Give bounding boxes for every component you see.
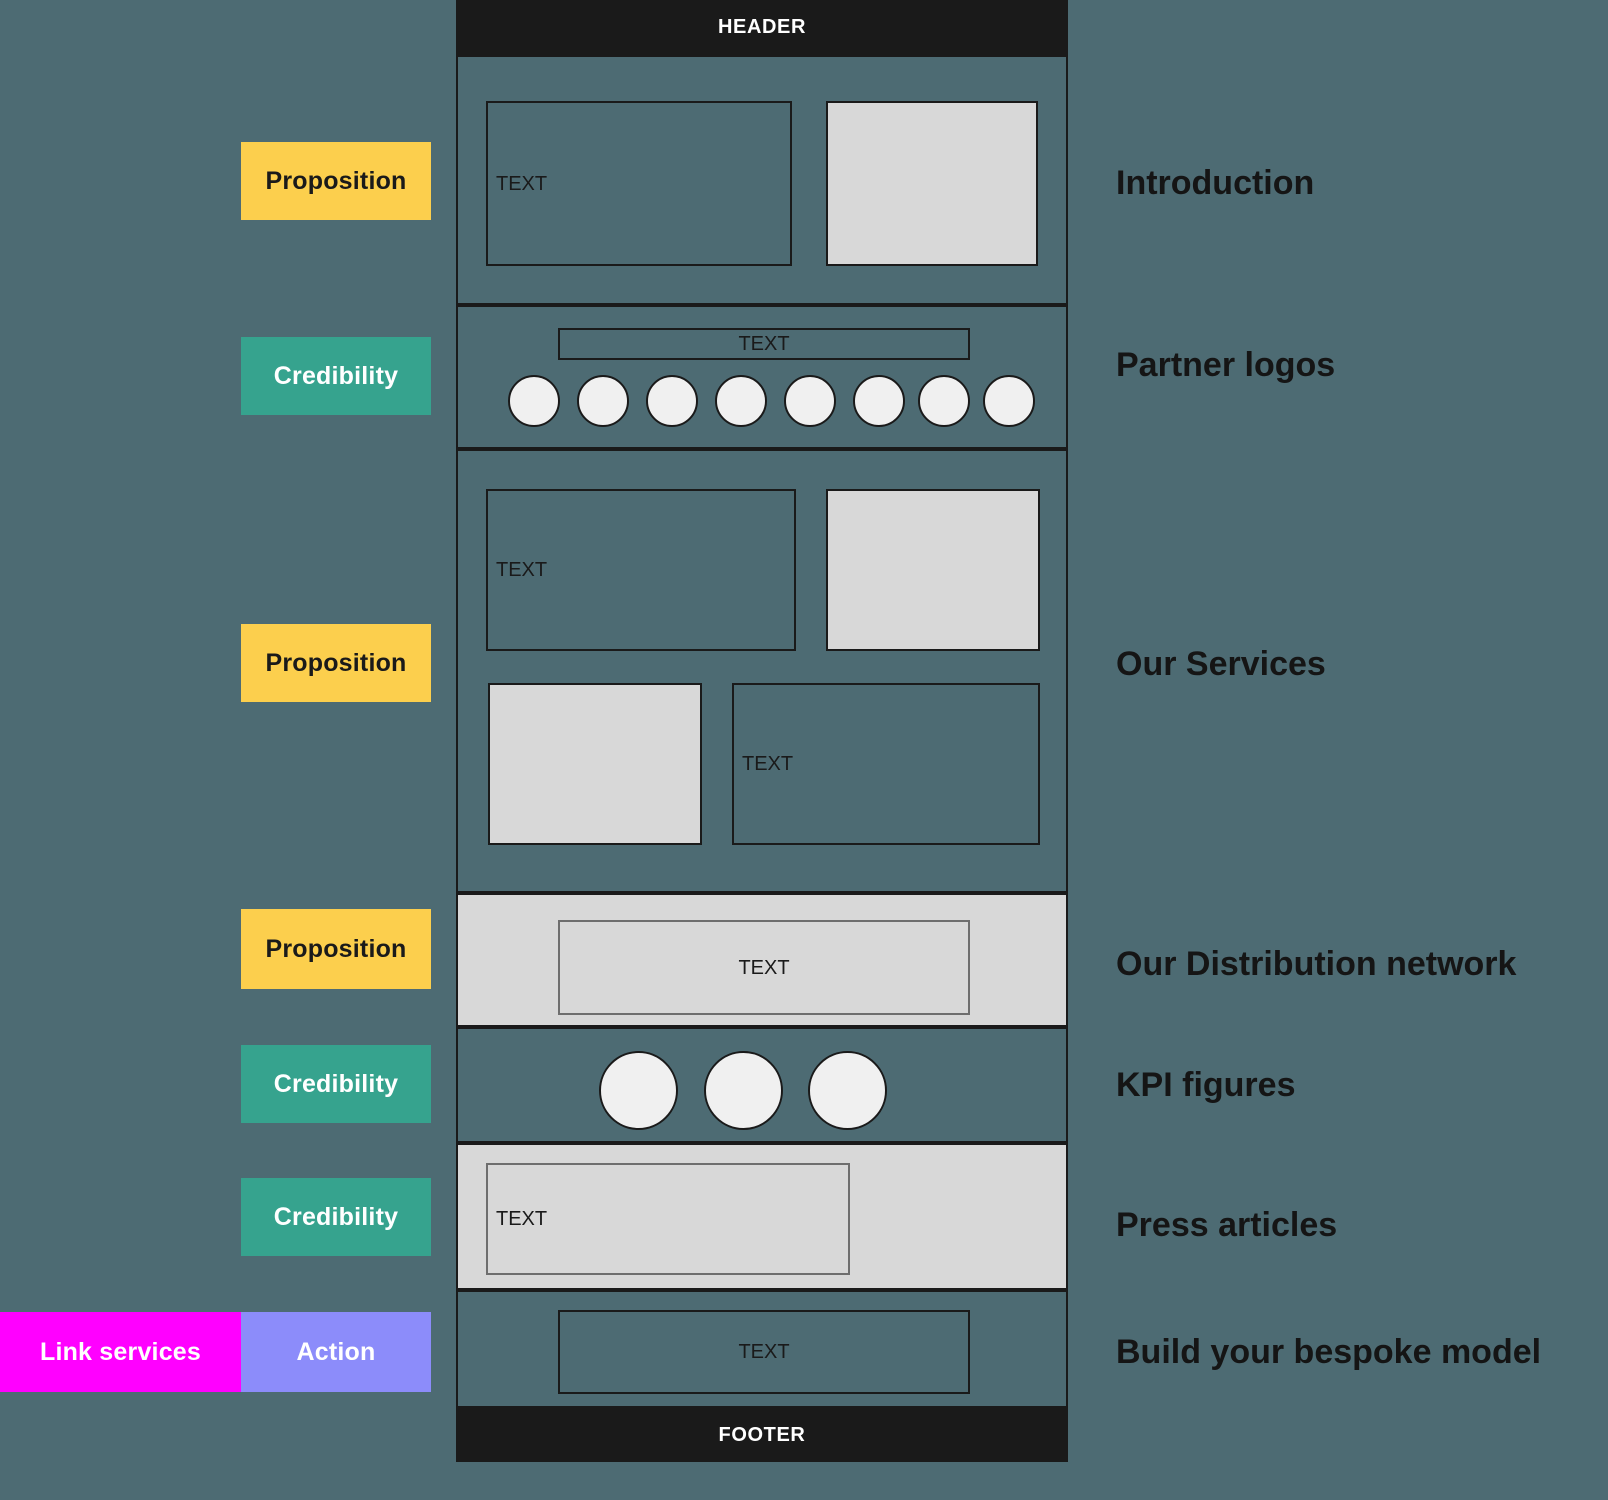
tag-credibility-partner-logos[interactable]: Credibility xyxy=(241,337,431,415)
kpi-circle xyxy=(808,1051,887,1130)
mockup-header-band: HEADER xyxy=(456,0,1068,55)
mockup-section-bespoke-model: TEXT xyxy=(456,1290,1068,1408)
tag-label: Link services xyxy=(39,1337,202,1366)
partner-logo-circle xyxy=(715,375,767,427)
kpi-circle xyxy=(599,1051,678,1130)
tag-label: Proposition xyxy=(265,166,407,195)
press-text-label: TEXT xyxy=(496,1208,548,1230)
services-text-box-2: TEXT xyxy=(732,683,1040,845)
page-wireframe-mockup: HEADER TEXT TEXT TEXT TEXT TEX xyxy=(456,0,1068,1462)
bespoke-text-label: TEXT xyxy=(738,1341,790,1363)
tag-label: Proposition xyxy=(265,934,407,963)
partner-text-label: TEXT xyxy=(738,333,790,355)
annotation-label: Our Distribution network xyxy=(1116,945,1517,983)
partner-logo-circle xyxy=(646,375,698,427)
press-text-box: TEXT xyxy=(486,1163,850,1275)
services-text-label-2: TEXT xyxy=(742,753,794,775)
annotation-label: Introduction xyxy=(1116,164,1315,202)
tag-label: Credibility xyxy=(273,1202,399,1231)
tag-proposition-distribution-network[interactable]: Proposition xyxy=(241,909,431,989)
partner-logo-circle xyxy=(508,375,560,427)
intro-text-box: TEXT xyxy=(486,101,792,266)
tag-credibility-press-articles[interactable]: Credibility xyxy=(241,1178,431,1256)
intro-image-placeholder xyxy=(826,101,1038,266)
annotation-distribution-network: Our Distribution network xyxy=(1116,947,1516,981)
services-image-placeholder-2 xyxy=(488,683,702,845)
annotation-introduction: Introduction xyxy=(1116,166,1314,200)
partner-logo-circle xyxy=(983,375,1035,427)
annotation-label: Our Services xyxy=(1116,645,1326,683)
services-text-box-1: TEXT xyxy=(486,489,796,651)
partner-logo-circle xyxy=(853,375,905,427)
tag-label: Proposition xyxy=(265,648,407,677)
bespoke-text-box: TEXT xyxy=(558,1310,970,1394)
distribution-text-label: TEXT xyxy=(738,956,790,979)
tag-action[interactable]: Action xyxy=(241,1312,431,1392)
annotation-label: KPI figures xyxy=(1116,1066,1296,1104)
mockup-section-press-articles: TEXT xyxy=(456,1143,1068,1290)
mockup-section-introduction: TEXT xyxy=(456,55,1068,305)
mockup-section-partner-logos: TEXT xyxy=(456,305,1068,449)
tag-proposition-our-services[interactable]: Proposition xyxy=(241,624,431,702)
annotation-our-services: Our Services xyxy=(1116,647,1326,681)
annotation-bespoke-model: Build your bespoke model xyxy=(1116,1335,1541,1369)
partner-logo-circle xyxy=(918,375,970,427)
intro-text-label: TEXT xyxy=(496,172,548,195)
tag-label: Credibility xyxy=(273,361,399,390)
header-label: HEADER xyxy=(717,16,807,38)
services-text-label-1: TEXT xyxy=(496,559,548,581)
mockup-section-kpi-figures xyxy=(456,1027,1068,1143)
partner-logo-circle xyxy=(577,375,629,427)
annotation-label: Partner logos xyxy=(1116,346,1336,384)
footer-label: FOOTER xyxy=(718,1423,806,1446)
kpi-circle xyxy=(704,1051,783,1130)
tag-label: Action xyxy=(296,1337,376,1366)
annotation-kpi-figures: KPI figures xyxy=(1116,1068,1295,1102)
annotation-label: Press articles xyxy=(1116,1206,1338,1244)
annotation-label: Build your bespoke model xyxy=(1116,1333,1542,1371)
annotation-press-articles: Press articles xyxy=(1116,1208,1337,1242)
mockup-section-our-services: TEXT TEXT xyxy=(456,449,1068,893)
services-image-placeholder-1 xyxy=(826,489,1040,651)
tag-link-services[interactable]: Link services xyxy=(0,1312,241,1392)
mockup-footer-band: FOOTER xyxy=(456,1408,1068,1462)
partner-logo-circle xyxy=(784,375,836,427)
partner-text-box: TEXT xyxy=(558,328,970,360)
annotation-partner-logos: Partner logos xyxy=(1116,348,1335,382)
tag-label: Credibility xyxy=(273,1069,399,1098)
tag-credibility-kpi-figures[interactable]: Credibility xyxy=(241,1045,431,1123)
tag-proposition-introduction[interactable]: Proposition xyxy=(241,142,431,220)
distribution-text-box: TEXT xyxy=(558,920,970,1015)
mockup-section-distribution-network: TEXT xyxy=(456,893,1068,1027)
